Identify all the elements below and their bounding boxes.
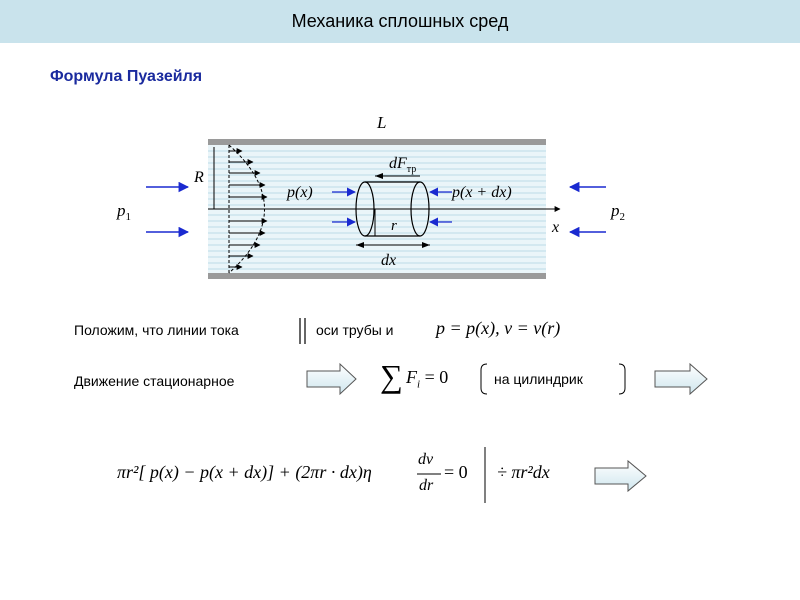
block-arrow-2 <box>654 362 708 396</box>
pressure-right-label: p(x + dx) <box>451 184 512 201</box>
balance-equation-rhs: = 0 <box>444 462 468 482</box>
friction-force-label: dFтр <box>389 155 416 175</box>
length-label: L <box>376 113 386 132</box>
block-arrow-3 <box>594 459 647 493</box>
pressure-velocity-formula: p = p(x), v = v(r) <box>436 318 561 338</box>
x-axis-label: x <box>551 219 559 236</box>
p2-label: p2 <box>610 201 625 223</box>
slide-subtitle: Формула Пуазейля <box>50 68 203 85</box>
face-pressure-arrows <box>332 187 452 227</box>
fraction-denominator: dr <box>419 477 434 494</box>
force-sum: Fi = 0 <box>406 367 449 391</box>
block-arrow-1 <box>306 362 357 396</box>
streamline-statement: Положим, что линии тока <box>74 322 239 338</box>
pipe-wall-top <box>208 139 546 145</box>
bracket-right <box>618 363 626 395</box>
sum-symbol: ∑ <box>380 358 403 394</box>
r-label: r <box>391 218 397 234</box>
balance-equation-lhs: πr²[ p(x) − p(x + dx)] + (2πr · dx)η <box>117 462 372 482</box>
fraction-numerator: dv <box>418 451 434 468</box>
dx-dimension-arrows <box>356 242 430 248</box>
pressure-left-label: p(x) <box>286 184 313 201</box>
external-pressure-arrows <box>146 181 606 238</box>
dx-label: dx <box>381 252 396 269</box>
cylinder-text: на цилиндрик <box>494 371 583 387</box>
cylinder-element <box>355 181 430 237</box>
p1-label: p1 <box>116 201 131 223</box>
slide-header: Механика сплошных сред <box>0 0 800 43</box>
header-title: Механика сплошных сред <box>291 11 509 31</box>
parallel-symbol <box>299 318 306 344</box>
radius-label: R <box>193 169 204 186</box>
pipe-axis-text: оси трубы и <box>316 322 394 338</box>
pipe-wall-bottom <box>208 273 546 279</box>
divide-expression: ÷ πr²dx <box>497 462 550 482</box>
bracket-left <box>480 363 488 395</box>
stationary-motion-text: Движение стационарное <box>74 373 235 389</box>
